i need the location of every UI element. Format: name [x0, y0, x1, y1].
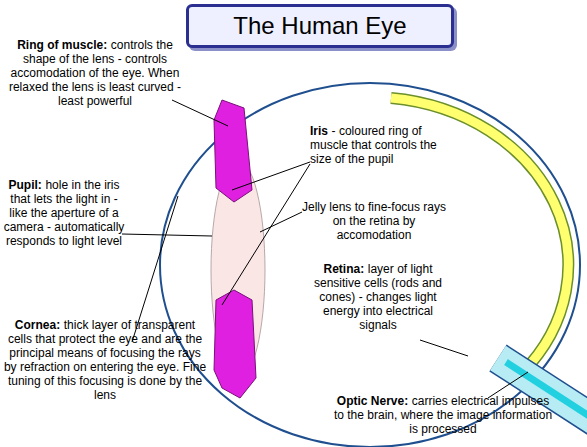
leader-line: [420, 340, 468, 356]
part-name: Iris: [310, 124, 328, 138]
part-name: Ring of muscle:: [17, 38, 107, 52]
leader-line: [122, 234, 212, 236]
part-name: Cornea:: [15, 318, 60, 332]
leader-line: [260, 212, 302, 232]
muscle-upper: [214, 100, 252, 202]
leader-line: [232, 162, 310, 190]
annotation: Ring of muscle:controls the shape of the…: [4, 38, 186, 108]
annotation: Cornea:thick layer of transparent cells …: [2, 318, 208, 402]
annotation: Retina:layer of light sensitive cells (r…: [304, 262, 452, 332]
annotation: Jelly lens to fine-focus rays on the ret…: [298, 200, 450, 242]
annotation: Iris- coloured ring of muscle that contr…: [310, 124, 460, 166]
part-description: - coloured ring of muscle that controls …: [310, 124, 437, 166]
muscle-lower: [214, 290, 256, 398]
title-box: The Human Eye: [186, 4, 454, 48]
annotation: Optic Nerve:carries electrical impulses …: [332, 394, 554, 436]
part-name: Retina:: [324, 262, 365, 276]
part-name: Optic Nerve:: [337, 394, 408, 408]
part-name: Pupil:: [9, 178, 42, 192]
leader-line: [172, 100, 228, 126]
annotation: Pupil:hole in the iris that lets the lig…: [0, 178, 128, 248]
leader-line: [222, 164, 310, 305]
eyeball-outline: [160, 83, 580, 447]
diagram-title: The Human Eye: [233, 12, 406, 40]
part-description: Jelly lens to fine-focus rays on the ret…: [302, 200, 446, 242]
